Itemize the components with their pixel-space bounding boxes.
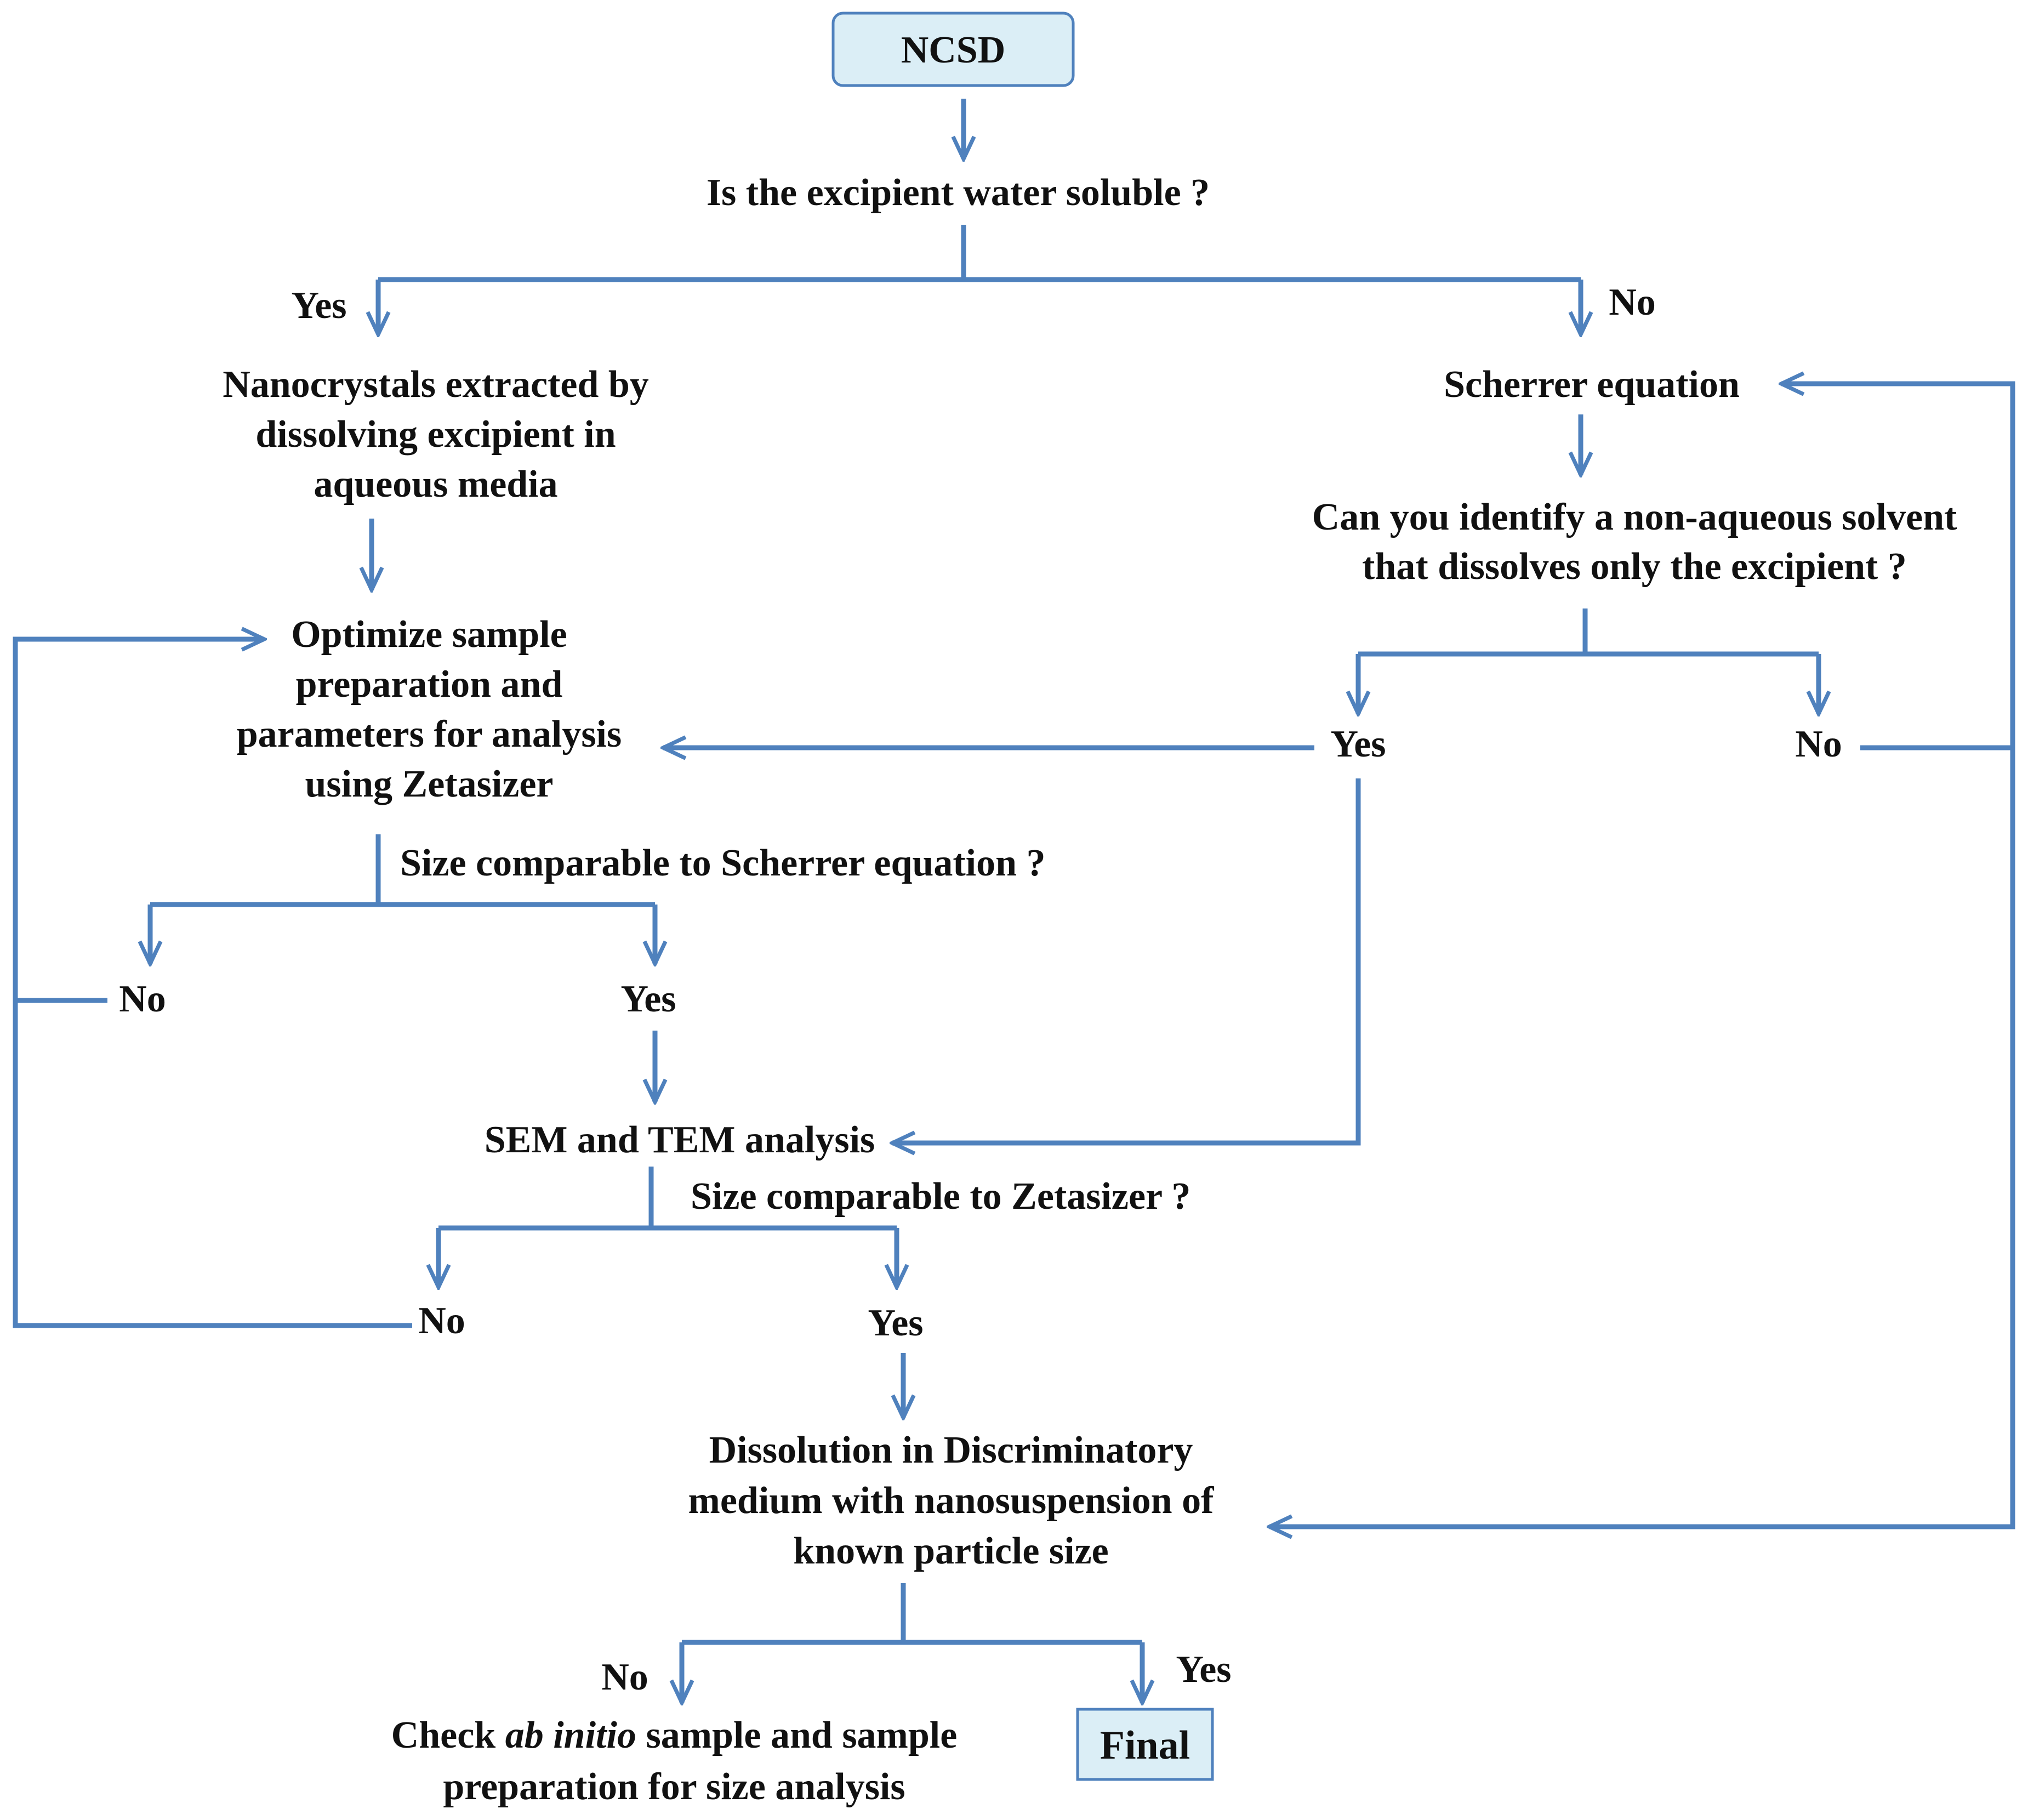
no-label-size-scherrer: No	[119, 978, 166, 1020]
no-label-solvent: No	[1795, 723, 1842, 765]
question-size-zetasizer: Size comparable to Zetasizer ?	[691, 1175, 1190, 1218]
check-suffix: sample and sample	[636, 1714, 957, 1756]
connector-solvent-yes-to-sem	[892, 778, 1361, 1143]
start-label: NCSD	[901, 29, 1006, 71]
no-label-size-zetasizer: No	[418, 1300, 465, 1342]
connectors	[13, 99, 2015, 1703]
final-label: Final	[1100, 1723, 1190, 1768]
final-node: Final	[1076, 1708, 1214, 1781]
extracted-node: Nanocrystals extracted by dissolving exc…	[223, 363, 649, 505]
optimize-line-1: Optimize sample	[291, 613, 567, 656]
optimize-line-4: using Zetasizer	[305, 763, 553, 805]
check-line-1: Check ab initio sample and sample	[391, 1714, 958, 1756]
extracted-line-1: Nanocrystals extracted by	[223, 363, 649, 406]
dissolution-line-2: medium with nanosuspension of	[688, 1480, 1215, 1522]
check-node: Check ab initio sample and sample prepar…	[391, 1714, 958, 1808]
question-size-scherrer: Size comparable to Scherrer equation ?	[400, 842, 1046, 884]
yes-label-dissolution: Yes	[1176, 1648, 1231, 1691]
no-label-dissolution: No	[601, 1656, 648, 1698]
optimize-node: Optimize sample preparation and paramete…	[237, 613, 622, 805]
start-node: NCSD	[831, 12, 1075, 87]
optimize-line-3: parameters for analysis	[237, 713, 622, 755]
connector-zeta-no-loop	[13, 1000, 412, 1328]
scherrer-node: Scherrer equation	[1444, 363, 1740, 406]
check-italic: ab initio	[505, 1714, 636, 1756]
sem-tem-node: SEM and TEM analysis	[485, 1119, 875, 1161]
dissolution-line-1: Dissolution in Discriminatory	[709, 1429, 1193, 1471]
connector-right-rail-to-dissolution	[1269, 748, 2015, 1527]
dissolution-node: Dissolution in Discriminatory medium wit…	[688, 1429, 1215, 1572]
yes-label-size-scherrer: Yes	[620, 978, 676, 1020]
check-prefix: Check	[391, 1714, 505, 1756]
question-solvent: Can you identify a non-aqueous solvent t…	[1312, 496, 1957, 588]
yes-label-size-zetasizer: Yes	[868, 1302, 923, 1344]
dissolution-line-3: known particle size	[793, 1530, 1109, 1572]
connector-scherrer-size-no-loop	[13, 639, 264, 1003]
no-label-water-soluble: No	[1609, 281, 1656, 323]
question-water-soluble: Is the excipient water soluble ?	[707, 172, 1210, 214]
check-line-2: preparation for size analysis	[443, 1766, 905, 1808]
extracted-line-3: aqueous media	[314, 463, 557, 505]
connector-solvent-no-loop	[1781, 384, 2015, 750]
optimize-line-2: preparation and	[296, 663, 563, 706]
question-solvent-line-2: that dissolves only the excipient ?	[1362, 545, 1907, 588]
yes-label-water-soluble: Yes	[291, 285, 346, 327]
question-solvent-line-1: Can you identify a non-aqueous solvent	[1312, 496, 1957, 538]
yes-label-solvent: Yes	[1330, 723, 1386, 765]
extracted-line-2: dissolving excipient in	[255, 413, 616, 456]
